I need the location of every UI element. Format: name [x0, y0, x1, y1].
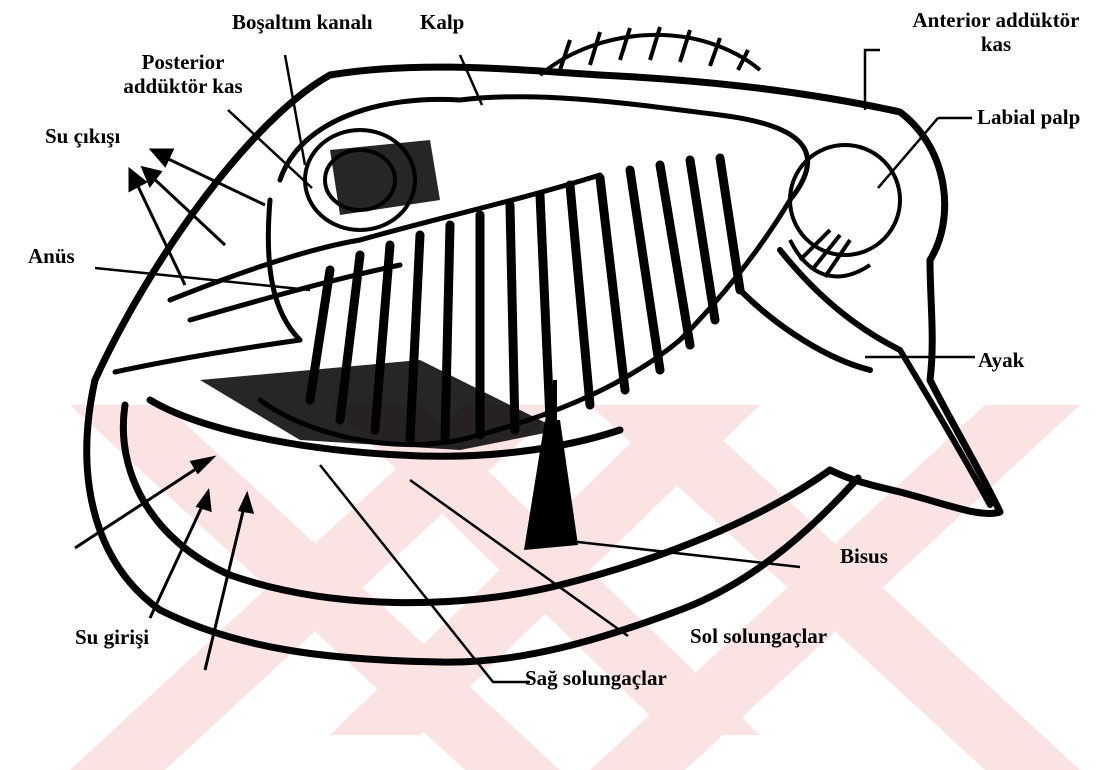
label-bisus: Bisus — [840, 544, 888, 568]
label-posterior-adduktor-kas-line2: addüktör kas — [102, 74, 264, 98]
label-anterior-adduktor-kas-line2: kas — [898, 32, 1094, 56]
gill-shading — [200, 140, 560, 450]
label-su-cikisi: Su çıkışı — [45, 124, 120, 148]
label-anterior-adduktor-kas-line1: Anterior addüktör — [898, 8, 1094, 32]
watermark-logo — [70, 405, 1080, 770]
label-anterior-adduktor-kas: Anterior addüktör kas — [898, 8, 1094, 56]
label-sol-solungaclar: Sol solungaçlar — [690, 624, 827, 648]
heart-ridge — [540, 27, 760, 75]
label-posterior-adduktor-kas-line1: Posterior — [102, 50, 264, 74]
label-sag-solungaclar: Sağ solungaçlar — [525, 666, 667, 690]
label-bosaltim-kanali: Boşaltım kanalı — [232, 10, 373, 34]
label-anus: Anüs — [28, 244, 75, 268]
label-posterior-adduktor-kas: Posterior addüktör kas — [102, 50, 264, 98]
label-ayak: Ayak — [978, 348, 1024, 372]
label-su-girisi: Su girişi — [75, 625, 149, 649]
label-kalp: Kalp — [420, 10, 464, 34]
label-labial-palp: Labial palp — [977, 105, 1080, 129]
